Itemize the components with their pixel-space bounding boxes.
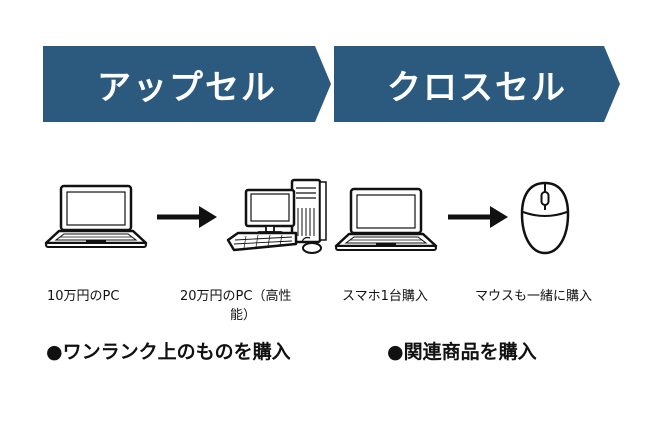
laptop-icon (334, 187, 438, 251)
upsell-summary: ●ワンランク上のものを購入 (46, 341, 291, 363)
caption-desktop-20man-cont: 能） (230, 308, 257, 323)
crosssell-banner: クロスセル (334, 46, 620, 122)
arrow-right-icon (448, 206, 508, 228)
upsell-banner: アップセル (43, 46, 331, 122)
caption-laptop-10man: 10万円のPC (47, 289, 120, 304)
upsell-title: アップセル (97, 67, 277, 108)
desktop-pc-icon (226, 178, 327, 254)
mouse-icon (520, 181, 570, 255)
caption-smartphone: スマホ1台購入 (342, 289, 428, 304)
laptop-icon (44, 184, 148, 248)
caption-desktop-20man: 20万円のPC（高性 (180, 289, 292, 304)
caption-mouse: マウスも一緒に購入 (475, 289, 593, 304)
crosssell-title: クロスセル (387, 67, 567, 108)
arrow-right-icon (157, 206, 217, 228)
crosssell-summary: ●関連商品を購入 (387, 341, 537, 363)
